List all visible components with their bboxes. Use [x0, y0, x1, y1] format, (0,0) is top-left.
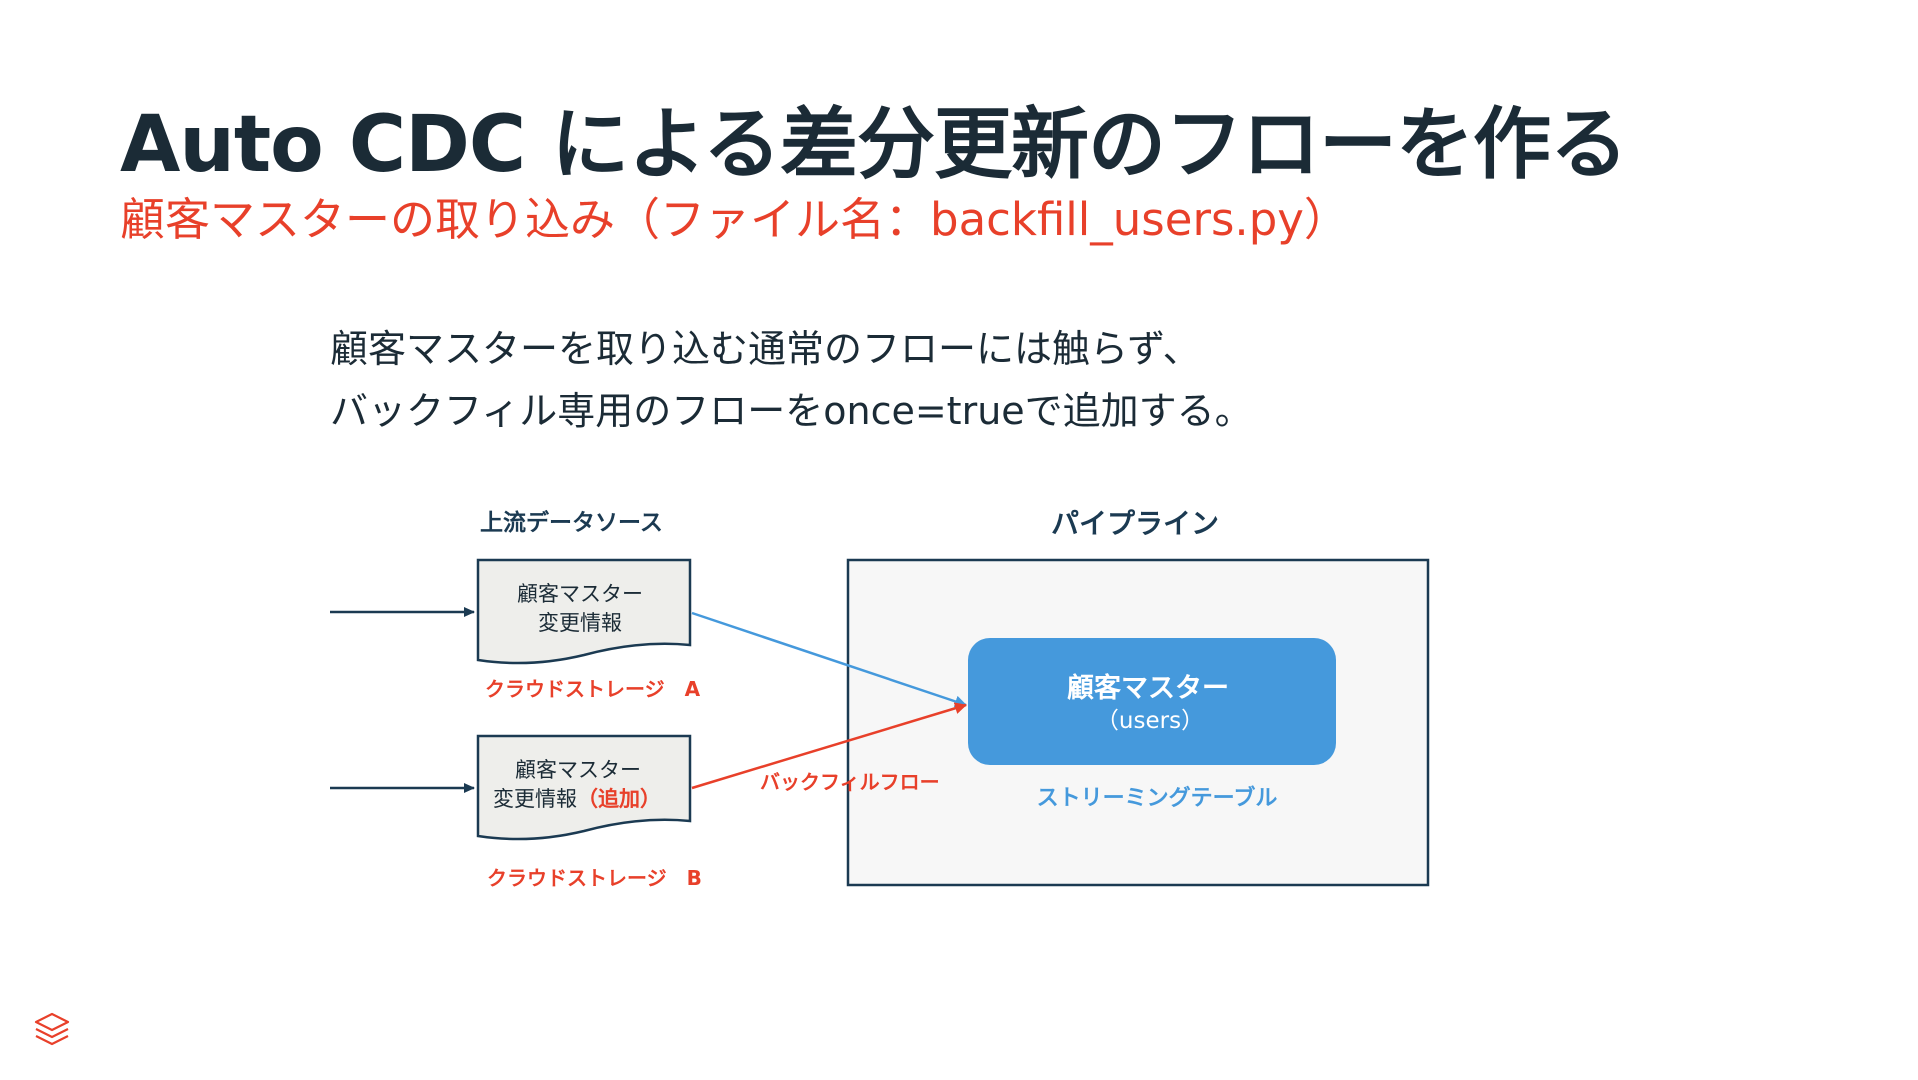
source-b-line2: 変更情報: [493, 787, 577, 811]
backfill-flow-label: バックフィルフロー: [760, 770, 940, 794]
source-a-document: [476, 558, 692, 665]
target-streaming-table: [968, 638, 1336, 765]
storage-a-label: クラウドストレージ A: [485, 677, 701, 701]
source-b-added-tag: （追加）: [577, 787, 661, 811]
normal-flow-arrow: [691, 611, 967, 708]
storage-b-label: クラウドストレージ B: [487, 866, 702, 890]
slide-title: Auto CDC による差分更新のフローを作る: [120, 100, 1628, 190]
backfill-flow-arrow: [691, 702, 967, 790]
streaming-table-label: ストリーミングテーブル: [1037, 785, 1278, 811]
slide-subtitle: 顧客マスターの取り込み（ファイル名：backfill_users.py）: [120, 193, 1349, 246]
source-b-document: [476, 734, 692, 841]
databricks-logo-icon: [34, 1012, 70, 1046]
target-name: 顧客マスター: [1067, 672, 1229, 704]
description-line-1: 顧客マスターを取り込む通常のフローには触らず、: [330, 327, 1201, 371]
source-b-line2-group: 変更情報（追加）: [493, 787, 661, 811]
pipeline-title: パイプライン: [1051, 507, 1219, 540]
description: 顧客マスターを取り込む通常のフローには触らず、 バックフィル専用のフローをonc…: [330, 318, 1253, 442]
source-b-line1: 顧客マスター: [515, 758, 641, 782]
upstream-title: 上流データソース: [480, 509, 663, 536]
target-table-name: （users）: [1096, 708, 1204, 734]
description-line-2: バックフィル専用のフローをonce=trueで追加する。: [330, 389, 1253, 433]
source-a-line1: 顧客マスター: [517, 582, 643, 606]
source-a-line2: 変更情報: [538, 611, 622, 635]
